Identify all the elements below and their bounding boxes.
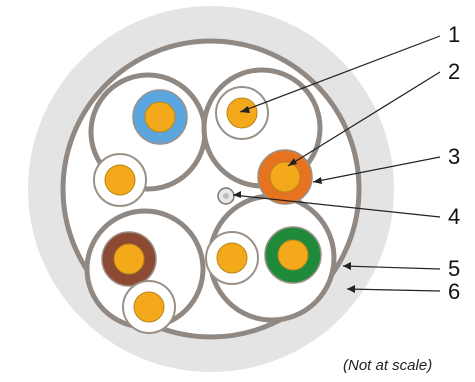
leader-arrowheads bbox=[233, 106, 355, 293]
callout-number-3: 3 bbox=[448, 144, 460, 169]
wire-blue-conductor bbox=[144, 101, 176, 133]
wire-white-conductor bbox=[104, 164, 136, 196]
wire-green-conductor bbox=[277, 239, 309, 271]
arrowhead-2 bbox=[288, 158, 297, 166]
wire-orange-conductor bbox=[269, 161, 301, 193]
callout-number-6: 6 bbox=[448, 279, 460, 304]
wire-white-conductor bbox=[133, 291, 165, 323]
arrowhead-5 bbox=[343, 262, 351, 270]
wire-brown-conductor bbox=[113, 243, 145, 275]
leader-line-6 bbox=[346, 288, 441, 292]
callout-number-1: 1 bbox=[448, 22, 460, 47]
not-at-scale-note: (Not at scale) bbox=[343, 357, 432, 374]
wire-white-conductor bbox=[226, 97, 258, 129]
leader-line-3 bbox=[312, 156, 441, 183]
arrowhead-4 bbox=[233, 191, 241, 198]
wire-white-conductor bbox=[216, 242, 248, 274]
arrowhead-1 bbox=[240, 106, 250, 113]
leader-line-2 bbox=[287, 71, 441, 167]
callout-number-4: 4 bbox=[448, 204, 460, 229]
drain-wire-core bbox=[223, 193, 229, 199]
leader-line-4 bbox=[232, 194, 441, 218]
arrowhead-6 bbox=[347, 285, 355, 293]
callout-number-2: 2 bbox=[448, 59, 460, 84]
leader-lines bbox=[232, 35, 441, 292]
leader-line-1 bbox=[239, 35, 441, 113]
arrowhead-3 bbox=[313, 177, 322, 184]
callout-number-5: 5 bbox=[448, 256, 460, 281]
leader-line-5 bbox=[342, 265, 441, 270]
